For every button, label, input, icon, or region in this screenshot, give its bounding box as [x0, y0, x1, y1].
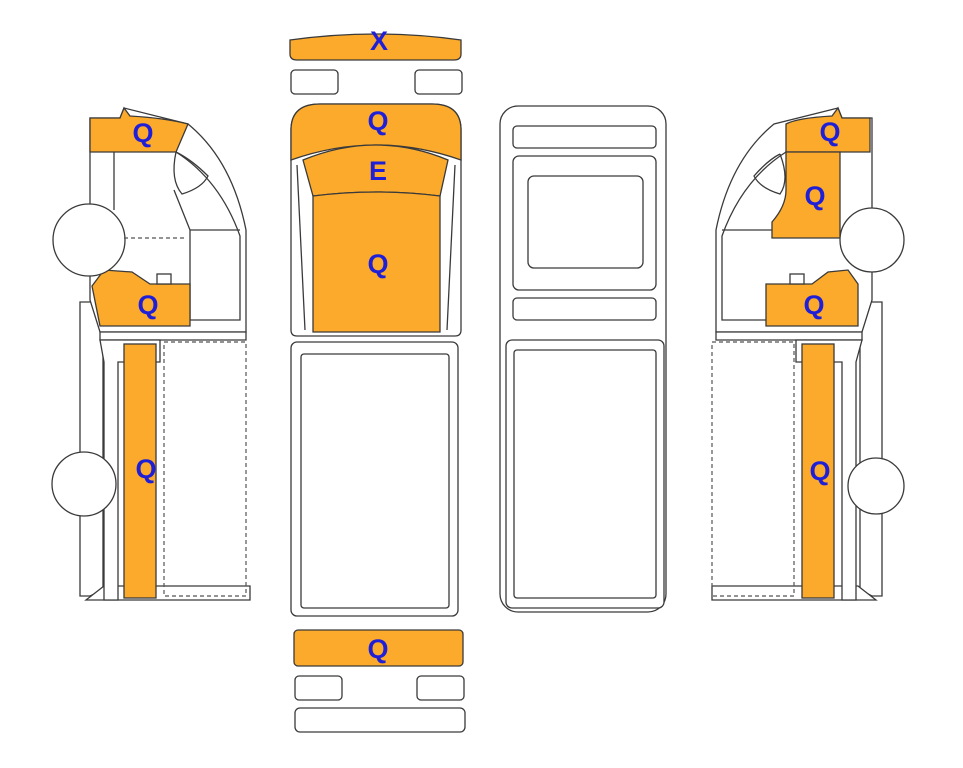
label-top-front: Q	[367, 106, 388, 136]
top-view	[289, 33, 466, 733]
headlight-right	[414, 69, 463, 95]
right-side-panel	[801, 343, 835, 599]
label-right-side: Q	[809, 456, 830, 486]
right-cab-mid-panel	[771, 151, 841, 239]
taillight-right	[416, 675, 465, 701]
taillight-left	[294, 675, 343, 701]
hood-panel	[312, 191, 441, 333]
left-rear-wheel	[51, 451, 117, 517]
label-top-windshield: E	[369, 156, 387, 186]
label-top-hood: Q	[367, 249, 388, 279]
headlight-left	[290, 69, 339, 95]
left-side-panel	[123, 343, 157, 599]
right-front-wheel	[839, 207, 905, 273]
label-left-upper: Q	[132, 118, 153, 148]
label-left-side: Q	[135, 454, 156, 484]
left-side-view	[51, 106, 251, 601]
rear-bumper-panel	[293, 629, 464, 667]
label-right-mid: Q	[804, 181, 825, 211]
left-front-wheel	[52, 203, 126, 277]
label-front-bumper: X	[370, 26, 388, 56]
label-right-upper: Q	[819, 117, 840, 147]
right-side-view	[711, 106, 905, 601]
rear-step	[294, 707, 466, 733]
cargo-box-inner	[300, 353, 450, 609]
front-bumper-panel	[289, 33, 462, 61]
label-left-lower: Q	[137, 290, 158, 320]
right-rear-wheel	[847, 457, 905, 515]
right-cab-lower-panel	[765, 269, 859, 327]
damage-labels: X Q E Q Q Q Q Q Q Q Q Q	[132, 26, 840, 664]
label-right-lower: Q	[803, 290, 824, 320]
left-cab-top-panel	[89, 106, 189, 153]
underside-view	[499, 105, 667, 613]
label-rear-bumper: Q	[367, 634, 388, 664]
right-cab-top-panel	[785, 106, 871, 153]
